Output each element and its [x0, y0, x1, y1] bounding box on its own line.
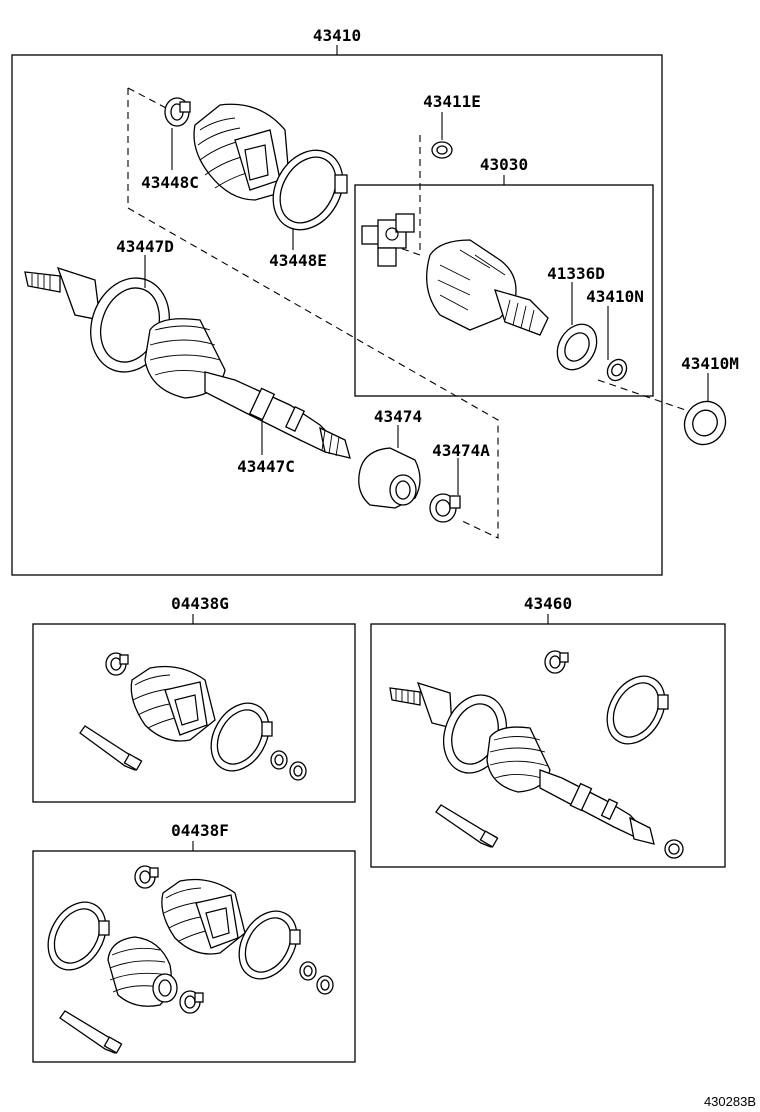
guide-dashed-outer [127, 88, 499, 539]
tripod-part[interactable] [361, 213, 415, 267]
drive-shaft-part[interactable] [24, 266, 351, 459]
shaft-damper-part[interactable] [358, 447, 421, 509]
kit-g-rings[interactable] [270, 750, 307, 781]
kit-f-inner-boot[interactable] [107, 936, 178, 1007]
kit-g-clamp-small[interactable] [105, 652, 129, 676]
label-04438F[interactable]: 04438F [171, 821, 229, 840]
guide-dashed-inner [399, 135, 421, 256]
assy-ring[interactable] [664, 839, 684, 859]
label-43474[interactable]: 43474 [374, 407, 422, 426]
clamp-large-part[interactable] [259, 138, 356, 243]
label-43474A[interactable]: 43474A [432, 441, 490, 460]
kit-f-clamp-large-left[interactable] [36, 892, 117, 980]
snap-ring-part[interactable] [431, 141, 453, 159]
outer-shaft-assy-group: 43460 [370, 594, 726, 868]
label-43410M[interactable]: 43410M [681, 354, 739, 373]
clamp-small-part[interactable] [164, 97, 191, 127]
assy-clamp-large[interactable] [595, 666, 676, 754]
label-43447C[interactable]: 43447C [237, 457, 295, 476]
label-43410N[interactable]: 43410N [586, 287, 644, 306]
damper-clamp-part[interactable] [429, 493, 461, 523]
label-43447D[interactable]: 43447D [116, 237, 174, 256]
boot-kit-g-frame [32, 623, 356, 803]
seal-41336d-part[interactable] [549, 317, 604, 377]
label-43030[interactable]: 43030 [480, 155, 528, 174]
kit-f-grease-tube[interactable] [59, 1010, 123, 1054]
assy-clamp-small[interactable] [544, 650, 569, 674]
kit-f-clamp-small-bottom[interactable] [179, 990, 204, 1014]
figure-id: 430283B [704, 1094, 756, 1109]
assy-shaft[interactable] [389, 681, 655, 845]
kit-g-clamp-large[interactable] [199, 693, 280, 781]
ring-43410n-part[interactable] [604, 356, 631, 384]
kit-g-grease-tube[interactable] [79, 725, 143, 771]
label-41336D[interactable]: 41336D [547, 264, 605, 283]
boot-kit-g-group: 04438G [32, 594, 356, 803]
main-assembly-group: 43410 43448C 43448E [11, 26, 701, 576]
kit-f-rings[interactable] [299, 961, 334, 995]
label-04438G[interactable]: 04438G [171, 594, 229, 613]
label-43448E[interactable]: 43448E [269, 251, 327, 270]
inner-joint-housing-part[interactable] [426, 239, 549, 336]
label-43460[interactable]: 43460 [524, 594, 572, 613]
boot-kit-f-frame [32, 850, 356, 1063]
kit-f-clamp-small-top[interactable] [134, 865, 159, 889]
label-43411E[interactable]: 43411E [423, 92, 481, 111]
boot-kit-f-group: 04438F [32, 821, 356, 1063]
seal-43410m-part[interactable] [677, 394, 734, 452]
label-43448C[interactable]: 43448C [141, 173, 199, 192]
label-43410[interactable]: 43410 [313, 26, 361, 45]
assy-grease-tube[interactable] [435, 804, 499, 848]
kit-f-outer-boot[interactable] [161, 878, 246, 955]
kit-g-boot[interactable] [130, 665, 216, 742]
kit-f-clamp-large-right[interactable] [227, 901, 308, 989]
